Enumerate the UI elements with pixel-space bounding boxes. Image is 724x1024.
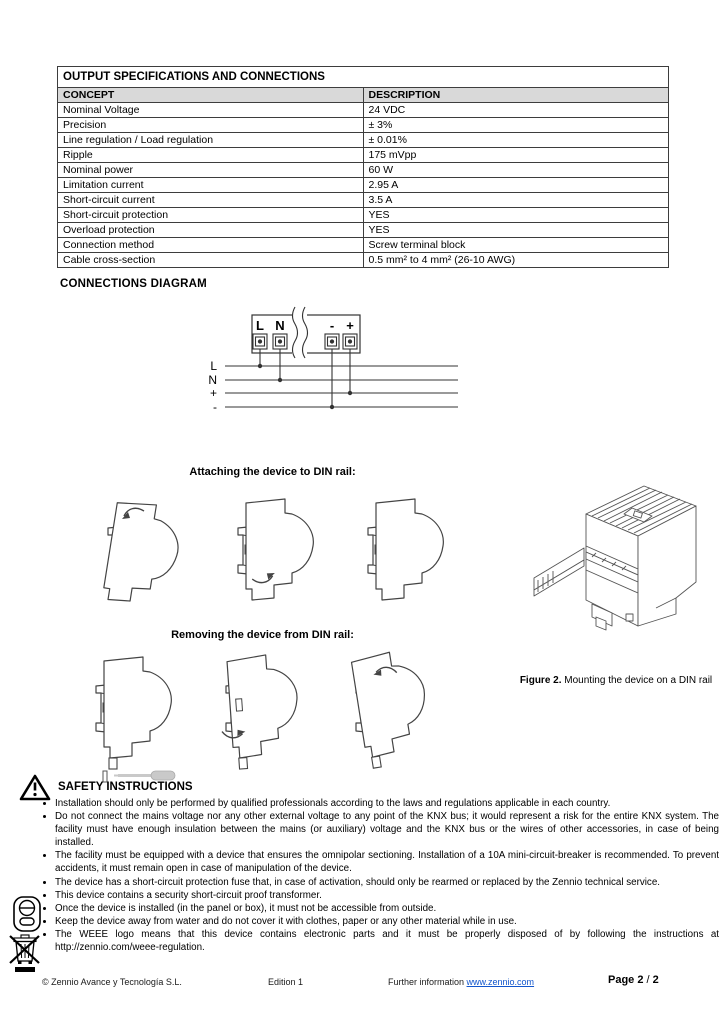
attach-step-3-drawing: [367, 498, 444, 601]
figure-caption: Figure 2. Mounting the device on a DIN r…: [515, 674, 717, 687]
figure-caption-text: Mounting the device on a DIN rail: [561, 675, 713, 686]
diagram-break-mask: [292, 308, 307, 360]
break-squiggle: [301, 306, 309, 359]
cell-description: YES: [362, 222, 669, 238]
output-specifications-table: OUTPUT SPECIFICATIONS AND CONNECTIONS CO…: [57, 66, 669, 268]
attach-step-2-drawing: [237, 498, 314, 601]
cell-description: ± 3%: [362, 117, 669, 133]
table-row: Line regulation / Load regulation± 0.01%: [57, 132, 669, 148]
device-3d-drawing: [533, 485, 697, 631]
footer-edition: Edition 1: [268, 977, 304, 987]
cell-concept: Limitation current: [57, 177, 364, 193]
safety-bullet-list: Installation should only be performed by…: [42, 797, 719, 954]
clip-pin: [102, 770, 108, 783]
safety-bullet: Installation should only be performed by…: [55, 797, 719, 810]
cell-concept: Short-circuit protection: [57, 207, 364, 223]
connections-diagram: L N - + L N + -: [208, 306, 458, 414]
table-title-row: OUTPUT SPECIFICATIONS AND CONNECTIONS: [57, 66, 669, 88]
col-header-concept: CONCEPT: [57, 87, 364, 103]
screwdriver-icon: [114, 770, 176, 781]
page-separator: /: [643, 974, 653, 986]
col-header-description: DESCRIPTION: [362, 87, 669, 103]
table-row: Precision± 3%: [57, 117, 669, 133]
bus-label-L: L: [210, 359, 217, 373]
remove-step-1-drawing: [95, 656, 176, 783]
cell-description: Screw terminal block: [362, 237, 669, 253]
remove-heading: Removing the device from DIN rail:: [171, 629, 354, 641]
figure-label: Figure 2.: [519, 675, 562, 686]
cell-description: 175 mVpp: [362, 147, 669, 163]
table-header-row: CONCEPT DESCRIPTION: [57, 87, 669, 103]
table-title: OUTPUT SPECIFICATIONS AND CONNECTIONS: [57, 66, 669, 88]
safety-bullet: This device contains a security short-ci…: [55, 889, 719, 902]
cell-concept: Nominal Voltage: [57, 102, 364, 118]
junction-dots: [257, 363, 353, 410]
remove-illustrations: [70, 641, 452, 783]
footer-page-number: Page 2 / 2: [608, 974, 659, 986]
terminal-label-N: N: [275, 318, 284, 333]
footer-further-info: Further information www.zennio.com: [388, 977, 534, 987]
page-total: 2: [652, 974, 659, 986]
safety-bullet: Once the device is installed (in the pan…: [55, 902, 719, 915]
page-current: 2: [637, 974, 644, 986]
cell-description: 3.5 A: [362, 192, 669, 208]
terminal-label-minus: -: [330, 318, 334, 333]
short-circuit-proof-transformer-icon: [13, 896, 41, 932]
connections-diagram-heading: CONNECTIONS DIAGRAM: [60, 278, 207, 290]
attach-step-1-drawing: [101, 498, 186, 610]
cell-concept: Short-circuit current: [57, 192, 364, 208]
cell-concept: Precision: [57, 117, 364, 133]
cell-description: YES: [362, 207, 669, 223]
safety-bullet: Keep the device away from water and do n…: [55, 915, 719, 928]
terminal-label-L: L: [256, 318, 264, 333]
bus-label-N: N: [208, 373, 217, 387]
cell-concept: Overload protection: [57, 222, 364, 238]
safety-bullet: The WEEE logo means that this device con…: [55, 928, 719, 954]
footer-copyright: © Zennio Avance y Tecnología S.L.: [42, 977, 182, 987]
cell-description: 2.95 A: [362, 177, 669, 193]
cell-description: 0.5 mm² to 4 mm² (26-10 AWG): [362, 252, 669, 268]
remove-step-3-drawing: [350, 647, 434, 769]
cell-concept: Cable cross-section: [57, 252, 364, 268]
bus-label-minus: -: [213, 400, 217, 414]
cell-concept: Nominal power: [57, 162, 364, 178]
page-label: Page: [608, 974, 638, 986]
zennio-website-link[interactable]: www.zennio.com: [466, 977, 535, 987]
safety-bullet: Do not connect the mains voltage nor any…: [55, 810, 719, 849]
break-squiggle: [291, 306, 299, 359]
terminal-label-plus: +: [346, 318, 354, 333]
attach-heading: Attaching the device to DIN rail:: [189, 466, 356, 478]
safety-instructions-heading: SAFETY INSTRUCTIONS: [58, 781, 193, 793]
attach-illustrations: [82, 483, 464, 625]
cell-description: ± 0.01%: [362, 132, 669, 148]
safety-bullet: The device has a short-circuit protectio…: [55, 876, 719, 889]
safety-bullet: The facility must be equipped with a dev…: [55, 849, 719, 875]
bus-label-plus: +: [210, 386, 217, 400]
cell-description: 60 W: [362, 162, 669, 178]
remove-step-2-drawing: [220, 652, 302, 770]
warning-triangle-icon: [19, 774, 51, 801]
weee-crossed-bin-icon: [9, 934, 40, 972]
cell-description: 24 VDC: [362, 102, 669, 118]
bus-lines: [225, 365, 458, 408]
cell-concept: Line regulation / Load regulation: [57, 132, 364, 148]
wires: [259, 349, 351, 407]
footer-further-label: Further information: [388, 977, 467, 987]
cell-concept: Ripple: [57, 147, 364, 163]
cell-concept: Connection method: [57, 237, 364, 253]
